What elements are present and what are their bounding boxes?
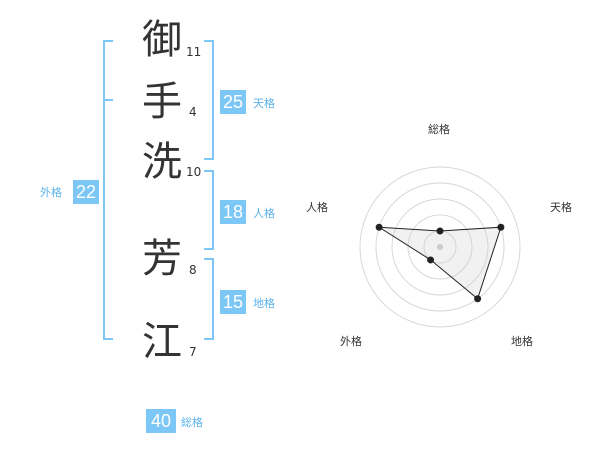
- gaikaku-tick: [103, 99, 113, 101]
- radar-ring-4: [375, 182, 505, 312]
- radar-polygon: [378, 226, 502, 300]
- radar-center: [437, 244, 443, 250]
- gaikaku-badge: 22: [73, 180, 99, 204]
- radar-ring-5: [359, 166, 521, 328]
- radar-point-1: [497, 223, 505, 231]
- stroke-count-2: 4: [189, 105, 197, 119]
- axis-label-soukaku: 総格: [428, 123, 450, 136]
- axis-label-tenkaku: 天格: [550, 201, 572, 214]
- radar-point-4: [375, 223, 383, 231]
- jinkaku-bracket: [204, 170, 214, 250]
- radar-point-3: [427, 256, 435, 264]
- stroke-count-5: 7: [189, 345, 197, 359]
- name-char-4: 芳: [142, 236, 182, 282]
- stroke-count-3: 10: [186, 165, 202, 179]
- radar-ring-3: [391, 198, 489, 296]
- stroke-count-4: 8: [189, 263, 197, 277]
- name-char-3: 洗: [142, 139, 182, 185]
- soukaku-label: 総格: [181, 416, 203, 429]
- radar-ring-2: [407, 214, 473, 280]
- name-char-2: 手: [142, 79, 182, 125]
- name-char-5: 江: [142, 319, 182, 365]
- gaikaku-bracket: [103, 40, 113, 340]
- stroke-count-1: 11: [186, 45, 202, 59]
- soukaku-badge: 40: [146, 409, 176, 433]
- axis-label-gaikaku: 外格: [340, 335, 362, 348]
- radar-point-0: [436, 227, 444, 235]
- tenkaku-label: 天格: [253, 97, 275, 110]
- gaikaku-label: 外格: [40, 186, 62, 199]
- tenkaku-badge: 25: [220, 90, 246, 114]
- jinkaku-label: 人格: [253, 207, 275, 220]
- axis-label-chikaku: 地格: [511, 335, 533, 348]
- axis-label-jinkaku: 人格: [306, 201, 328, 214]
- chikaku-badge: 15: [220, 290, 246, 314]
- name-char-1: 御: [142, 17, 182, 63]
- jinkaku-badge: 18: [220, 200, 246, 224]
- tenkaku-bracket: [204, 40, 214, 160]
- chikaku-label: 地格: [253, 297, 275, 310]
- chikaku-bracket: [204, 258, 214, 340]
- radar-point-2: [474, 295, 482, 303]
